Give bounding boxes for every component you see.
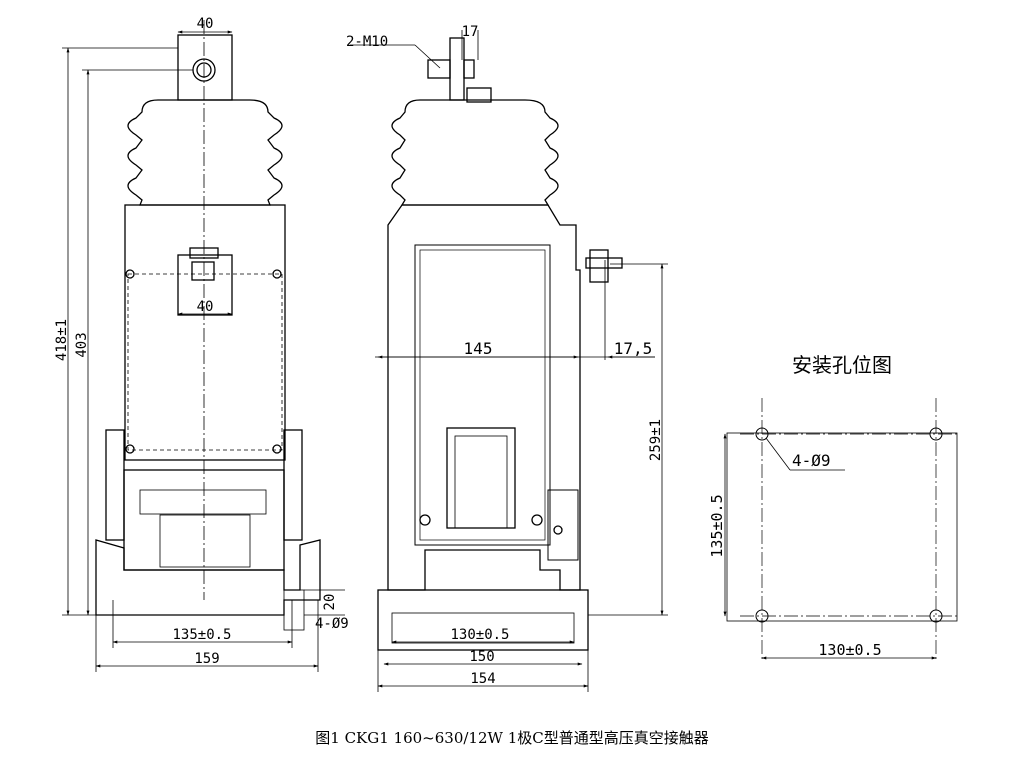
side-view: [350, 30, 668, 692]
mount-labels: 安装孔位图 4-Ø9 135±0.5 130±0.5: [708, 353, 892, 659]
front-dim-base-width: 159: [194, 651, 219, 667]
side-dim-base-width: 154: [470, 671, 495, 687]
front-dim-base-height: 20: [322, 594, 338, 611]
front-body: [124, 204, 286, 461]
side-dimension-labels: 2-M10 17 145 17,5 259±1 130±0.5 150 154: [346, 24, 664, 687]
side-base: [377, 589, 589, 651]
front-top-terminal: [177, 34, 233, 101]
mounting-hole-diagram: [723, 398, 960, 660]
figure-caption: 图1 CKG1 160~630/12W 1极C型普通型高压真空接触器: [315, 729, 709, 747]
front-dim-hole: 4-Ø9: [315, 616, 349, 632]
front-dim-mid-width: 40: [197, 299, 214, 315]
front-right-terminal-strip: [283, 429, 303, 541]
front-left-terminal-strip: [105, 429, 125, 541]
front-dim-top-width: 40: [197, 16, 214, 32]
mount-title: 安装孔位图: [792, 353, 892, 377]
front-view: [62, 20, 345, 672]
front-dim-total-height: 418±1: [54, 319, 70, 361]
side-c-frame: [387, 204, 581, 591]
side-dim-height: 259±1: [648, 419, 664, 461]
side-vacuum-interrupter: [446, 427, 516, 529]
front-insulator: [127, 99, 283, 206]
side-dim-right-offset: 17,5: [614, 339, 653, 358]
mount-dim-vertical: 135±0.5: [708, 494, 726, 557]
mount-hole-top-right: [929, 427, 943, 441]
front-dim-height: 403: [74, 332, 90, 357]
front-nameplate: [159, 514, 251, 568]
side-dim-bolt: 2-M10: [346, 34, 388, 50]
side-dim-top-offset: 17: [462, 24, 479, 40]
mount-hole-top-left: [755, 427, 769, 441]
side-inner-cavity: [414, 244, 551, 546]
side-dim-base-holes: 130±0.5: [450, 627, 509, 643]
mount-dim-horizontal: 130±0.5: [818, 641, 881, 659]
mount-hole-bottom-left: [755, 609, 769, 623]
front-dimension-labels: 40 40 418±1 403 135±0.5 159 20 4-Ø9: [54, 16, 349, 667]
side-insulator: [391, 99, 559, 206]
front-base: [95, 539, 321, 616]
front-dim-base-holes: 135±0.5: [172, 627, 231, 643]
side-dim-inner-width: 145: [464, 339, 493, 358]
mount-hole-bottom-right: [929, 609, 943, 623]
side-dim-base-inner: 150: [469, 649, 494, 665]
mount-dim-holes: 4-Ø9: [792, 451, 831, 470]
mount-frame: [726, 432, 958, 622]
